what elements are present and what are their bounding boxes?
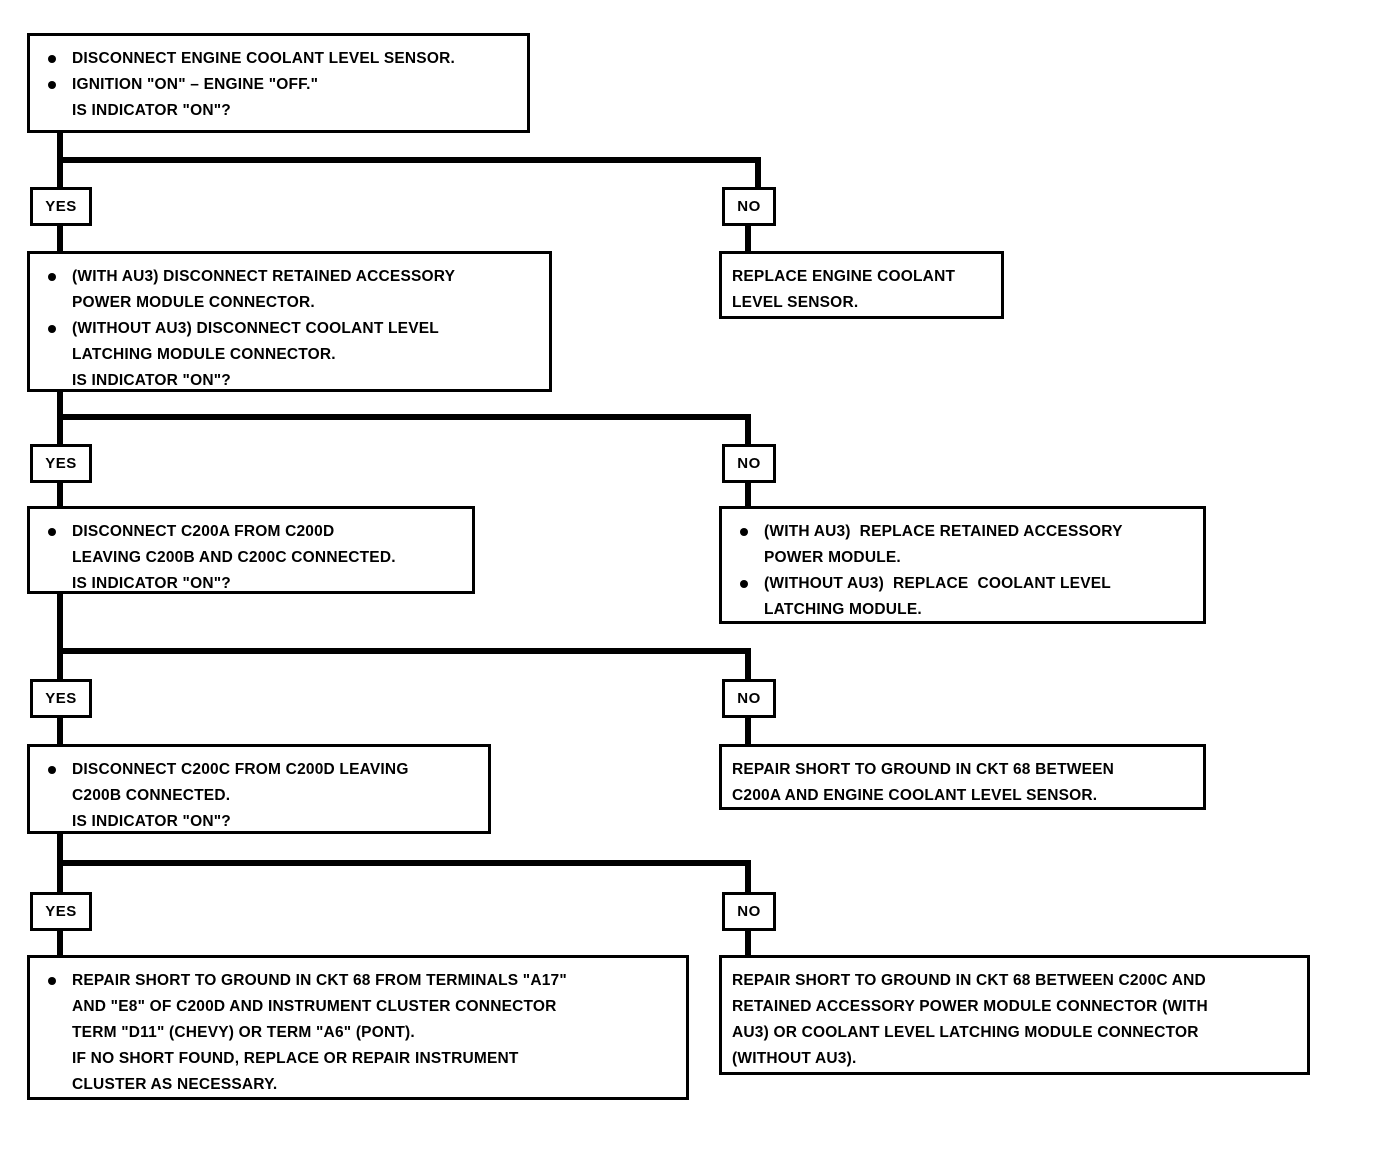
step-line: IS INDICATOR "ON"? <box>72 813 231 830</box>
step-line: REPAIR SHORT TO GROUND IN CKT 68 FROM TE… <box>40 968 676 994</box>
decision-tag-no: NO <box>722 679 776 718</box>
step-line: POWER MODULE. <box>764 549 901 566</box>
connector-vertical <box>57 157 63 189</box>
decision-tag-label: YES <box>45 690 77 707</box>
connector-horizontal-bus <box>57 157 761 163</box>
connector-vertical <box>57 594 63 652</box>
result-box-replace-engine-coolant-level-sensor: REPLACE ENGINE COOLANT LEVEL SENSOR. <box>719 251 1004 319</box>
step-line: LEVEL SENSOR. <box>732 294 859 311</box>
decision-tag-yes: YES <box>30 187 92 226</box>
result-box-repair-short-c200a-to-sensor: REPAIR SHORT TO GROUND IN CKT 68 BETWEEN… <box>719 744 1206 810</box>
step-line: (WITHOUT AU3) REPLACE COOLANT LEVEL <box>732 571 1193 597</box>
step-line: IS INDICATOR "ON"? <box>72 372 231 389</box>
decision-tag-no: NO <box>722 187 776 226</box>
step-line: LEAVING C200B AND C200C CONNECTED. <box>72 549 396 566</box>
connector-vertical <box>745 483 751 511</box>
decision-tag-label: NO <box>737 198 761 215</box>
decision-tag-label: NO <box>737 903 761 920</box>
decision-tag-no: NO <box>722 444 776 483</box>
connector-horizontal-bus <box>57 648 751 654</box>
result-box-repair-short-terminals-instrument-cluster: REPAIR SHORT TO GROUND IN CKT 68 FROM TE… <box>27 955 689 1100</box>
connector-vertical <box>745 860 751 894</box>
step-line: REPAIR SHORT TO GROUND IN CKT 68 BETWEEN… <box>732 972 1206 989</box>
connector-vertical <box>57 860 63 894</box>
connector-vertical <box>57 392 63 420</box>
step-box-disconnect-module-connector: (WITH AU3) DISCONNECT RETAINED ACCESSORY… <box>27 251 552 392</box>
decision-tag-label: YES <box>45 903 77 920</box>
decision-tag-label: YES <box>45 455 77 472</box>
decision-tag-label: YES <box>45 198 77 215</box>
step-line: AND "E8" OF C200D AND INSTRUMENT CLUSTER… <box>72 998 557 1015</box>
connector-vertical <box>57 648 63 681</box>
connector-vertical <box>57 718 63 746</box>
step-box-disconnect-c200c: DISCONNECT C200C FROM C200D LEAVING C200… <box>27 744 491 834</box>
step-line: C200A AND ENGINE COOLANT LEVEL SENSOR. <box>732 787 1098 804</box>
step-line: IGNITION "ON" – ENGINE "OFF." <box>40 72 517 98</box>
step-line: LATCHING MODULE CONNECTOR. <box>72 346 336 363</box>
decision-tag-label: NO <box>737 455 761 472</box>
step-line: DISCONNECT C200A FROM C200D <box>40 519 462 545</box>
step-line: DISCONNECT ENGINE COOLANT LEVEL SENSOR. <box>40 46 517 72</box>
connector-horizontal-bus <box>57 860 751 866</box>
connector-vertical <box>745 931 751 958</box>
result-box-replace-module: (WITH AU3) REPLACE RETAINED ACCESSORY PO… <box>719 506 1206 624</box>
step-line: RETAINED ACCESSORY POWER MODULE CONNECTO… <box>732 998 1208 1015</box>
step-line: AU3) OR COOLANT LEVEL LATCHING MODULE CO… <box>732 1024 1199 1041</box>
step-line: LATCHING MODULE. <box>764 601 922 618</box>
step-line: TERM "D11" (CHEVY) OR TERM "A6" (PONT). <box>72 1024 415 1041</box>
connector-vertical <box>57 226 63 254</box>
result-box-repair-short-c200c-to-module: REPAIR SHORT TO GROUND IN CKT 68 BETWEEN… <box>719 955 1310 1075</box>
connector-vertical <box>57 483 63 511</box>
step-line: IS INDICATOR "ON"? <box>72 102 231 119</box>
connector-vertical <box>745 718 751 746</box>
decision-tag-no: NO <box>722 892 776 931</box>
step-line: REPAIR SHORT TO GROUND IN CKT 68 BETWEEN <box>732 761 1115 778</box>
step-line: (WITH AU3) REPLACE RETAINED ACCESSORY <box>732 519 1193 545</box>
connector-vertical <box>57 834 63 864</box>
step-line: IF NO SHORT FOUND, REPLACE OR REPAIR INS… <box>72 1050 519 1067</box>
step-line: C200B CONNECTED. <box>72 787 231 804</box>
decision-tag-yes: YES <box>30 444 92 483</box>
step-line: REPLACE ENGINE COOLANT <box>732 268 956 285</box>
step-line: DISCONNECT C200C FROM C200D LEAVING <box>40 757 478 783</box>
connector-vertical <box>755 157 761 189</box>
connector-vertical <box>745 414 751 446</box>
decision-tag-yes: YES <box>30 679 92 718</box>
step-box-initial-test: DISCONNECT ENGINE COOLANT LEVEL SENSOR. … <box>27 33 530 133</box>
step-line: (WITHOUT AU3). <box>732 1050 857 1067</box>
step-line: CLUSTER AS NECESSARY. <box>72 1076 278 1093</box>
decision-tag-yes: YES <box>30 892 92 931</box>
connector-horizontal-bus <box>57 414 751 420</box>
step-line: IS INDICATOR "ON"? <box>72 575 231 592</box>
step-line: (WITHOUT AU3) DISCONNECT COOLANT LEVEL <box>40 316 539 342</box>
connector-vertical <box>745 226 751 254</box>
decision-tag-label: NO <box>737 690 761 707</box>
step-line: POWER MODULE CONNECTOR. <box>72 294 315 311</box>
connector-vertical <box>57 133 63 163</box>
step-line: (WITH AU3) DISCONNECT RETAINED ACCESSORY <box>40 264 539 290</box>
connector-vertical <box>57 414 63 446</box>
step-box-disconnect-c200a: DISCONNECT C200A FROM C200D LEAVING C200… <box>27 506 475 594</box>
connector-vertical <box>57 931 63 958</box>
connector-vertical <box>745 648 751 681</box>
